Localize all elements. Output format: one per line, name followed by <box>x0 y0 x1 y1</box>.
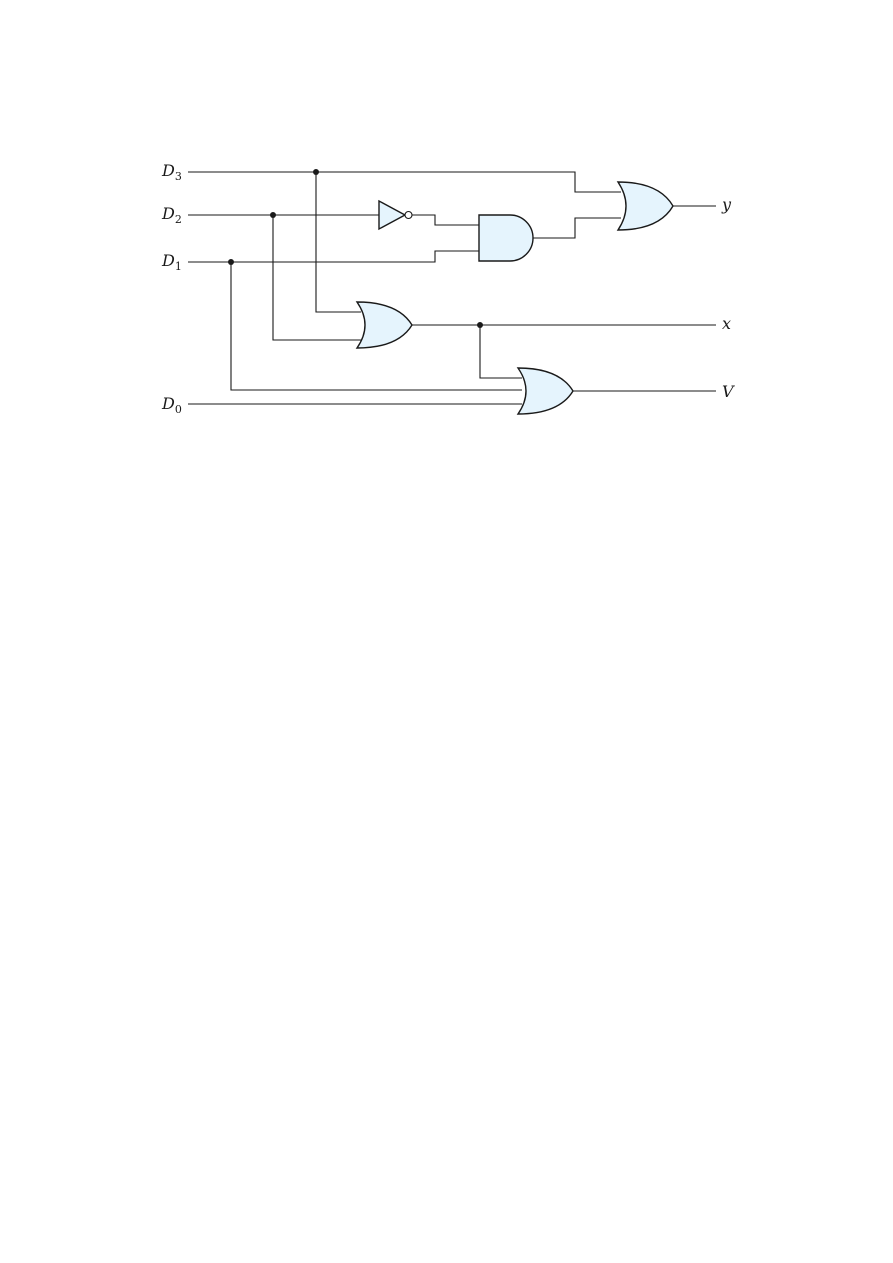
wire-d3-branch <box>315 172 361 313</box>
not-gate <box>378 199 407 231</box>
wire-inverter-out <box>412 214 479 226</box>
label-d2: D2 <box>161 204 182 226</box>
label-v: V <box>722 382 735 401</box>
label-y: y <box>721 195 732 214</box>
or-gate-x <box>355 301 413 349</box>
junction-dot-d1 <box>228 259 234 265</box>
wire-and-out <box>533 217 621 239</box>
wire-d2-branch <box>272 215 361 341</box>
label-d1: D1 <box>161 251 182 273</box>
or-gate-y <box>616 181 674 231</box>
wire-x-branch <box>479 325 522 379</box>
label-d3: D3 <box>161 161 182 183</box>
wire-d1 <box>188 250 479 263</box>
wire-d1-branch <box>230 262 522 391</box>
wire-d3 <box>188 171 621 193</box>
or-gate-v <box>516 367 574 415</box>
not-gate-bubble <box>404 210 413 220</box>
label-d0: D0 <box>161 394 182 416</box>
junction-dot-d3 <box>313 169 319 175</box>
label-x: x <box>722 314 731 333</box>
junction-dot-d2 <box>270 212 276 218</box>
junction-dot-x <box>477 322 483 328</box>
and-gate <box>478 214 534 262</box>
